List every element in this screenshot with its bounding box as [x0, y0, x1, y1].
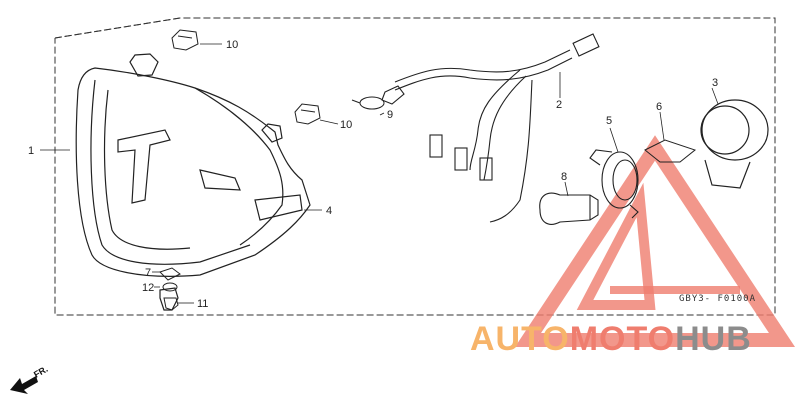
callout-5: 5 — [606, 115, 612, 127]
callout-8: 8 — [561, 171, 567, 183]
callout-labels: 1 10 10 9 2 3 6 5 8 4 7 12 11 — [28, 39, 718, 310]
watermark-hub: HUB — [675, 320, 752, 358]
small-bulb — [351, 96, 385, 110]
watermark-auto: AUTO — [470, 320, 570, 358]
arrow-icon — [10, 376, 38, 394]
main-bulb — [539, 192, 599, 225]
callout-10-upper: 10 — [226, 39, 238, 51]
callout-1: 1 — [28, 145, 34, 157]
callout-11: 11 — [197, 298, 208, 310]
watermark-moto: MOTO — [570, 320, 675, 358]
direction-label: FR. — [32, 364, 50, 380]
callout-10-lower: 10 — [340, 119, 352, 131]
socket-cover — [700, 99, 769, 189]
callout-12: 12 — [142, 282, 154, 294]
bulb-socket — [589, 149, 639, 219]
hardware-parts — [159, 267, 181, 311]
headlight-housing — [75, 53, 311, 311]
part-code: GBY3- F0100A — [679, 294, 756, 304]
callout-2: 2 — [556, 99, 562, 111]
callout-3: 3 — [712, 77, 718, 89]
clip-part-upper — [171, 29, 199, 51]
clip-part-lower — [294, 103, 321, 125]
front-direction-arrow: FR. — [10, 364, 50, 394]
watermark-text: AUTOMOTOHUB — [470, 320, 752, 358]
callout-6: 6 — [656, 101, 662, 113]
watermark-logo — [514, 135, 796, 347]
wire-harness — [381, 33, 600, 223]
leader-lines — [40, 43, 719, 304]
callout-4: 4 — [326, 205, 332, 217]
dust-boot — [644, 139, 697, 163]
assembly-frame — [54, 17, 776, 316]
callout-9: 9 — [387, 109, 393, 121]
callout-7: 7 — [145, 267, 151, 279]
